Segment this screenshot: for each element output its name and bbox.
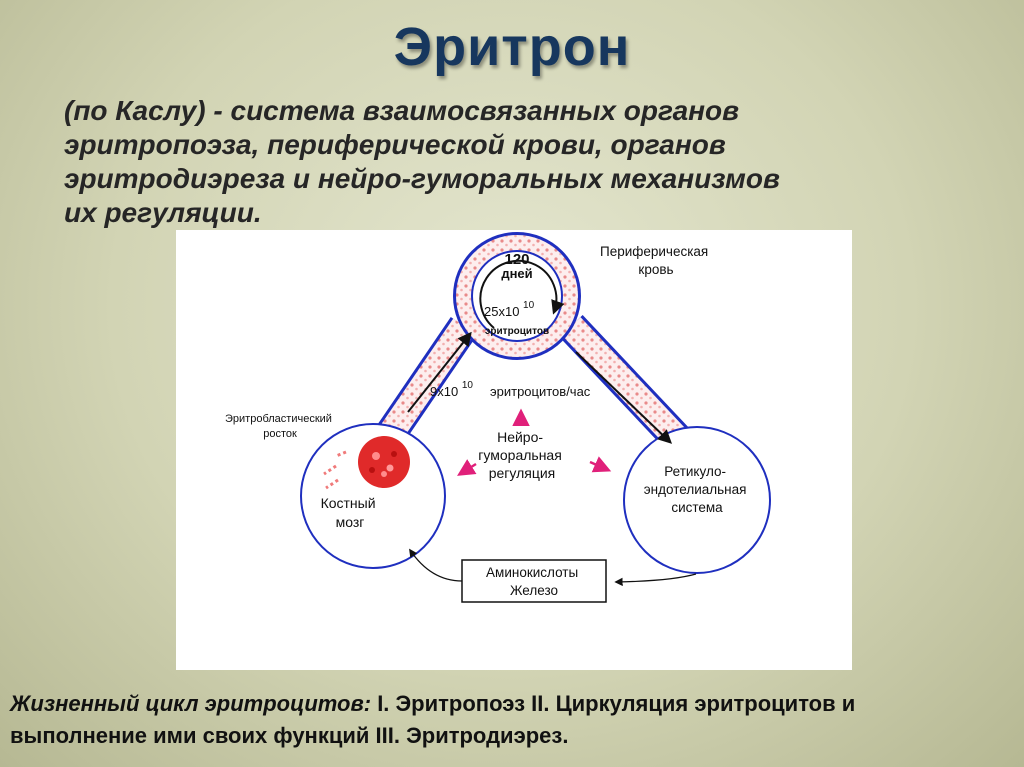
production-rate: 9x10 10 [430,380,473,399]
caption-line: I. Эритропоэз II. Циркуляция эритроцитов… [371,691,856,716]
res-label: Ретикуло- эндотелиальная система [644,464,750,515]
regulation-arrow-right [589,456,612,473]
definition-line: (по Каслу) - система взаимосвязанных орг… [64,95,740,126]
pool-unit: эритроцитов [485,326,549,337]
production-rate-unit: эритроцитов/час [490,384,591,399]
definition-text: (по Каслу) - система взаимосвязанных орг… [64,94,964,230]
regulation-label: Нейро- гуморальная регуляция [478,429,565,481]
cycle-days-number: 120 [504,251,529,268]
peripheral-blood-label: Периферическая кровь [600,244,712,277]
supply-arrow-to-marrow [409,548,463,582]
caption-line: выполнение ими своих функций III. Эритро… [10,723,569,748]
res-circle [623,426,771,574]
regulation-arrow-left [457,459,477,476]
erythroblastic-sprout [323,436,410,490]
life-cycle-caption: Жизненный цикл эритроцитов: I. Эритропоэ… [10,688,1014,752]
peripheral-blood-ring [453,232,581,360]
definition-line: их регуляции. [64,197,262,228]
erythron-diagram: Периферическая кровь 120 дней 25x10 10 э… [176,230,852,670]
supply-box-label: Аминокислоты Железо [486,565,582,598]
cycle-days-unit: дней [501,266,532,281]
vessel-right [559,315,698,459]
definition-line: эритродиэреза и нейро-гуморальных механи… [64,163,780,194]
slide-title: Эритрон [393,17,631,77]
pool-count: 25x10 10 [484,300,535,319]
flow-arrow-blood-to-res [575,351,673,444]
flow-arrow-marrow-to-blood [407,331,472,413]
circulation-arrow [479,259,565,329]
definition-line: эритропоэза, периферической крови, орган… [64,129,726,160]
erythroblastic-label: Эритробластический росток [225,413,335,440]
caption-lead: Жизненный цикл эритроцитов: [10,691,372,716]
bone-marrow-label: Костный мозг [321,495,380,530]
supply-arrow-from-res [614,573,697,587]
